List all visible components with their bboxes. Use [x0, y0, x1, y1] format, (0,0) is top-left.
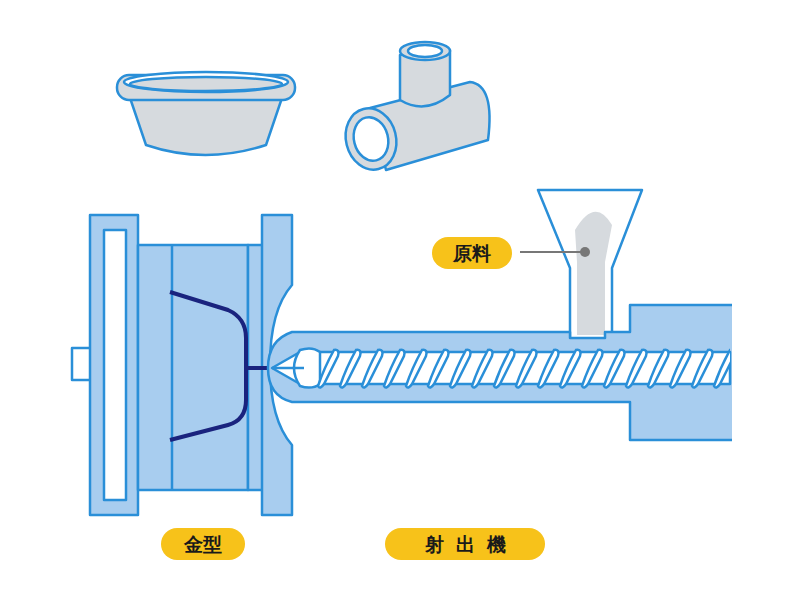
- screw-thread: [428, 350, 449, 388]
- screw-thread: [560, 350, 581, 388]
- screw-thread: [582, 350, 603, 388]
- screw-thread: [648, 350, 669, 388]
- mold-label: 金型: [161, 528, 245, 560]
- injection-unit-label: 射出機: [385, 528, 545, 560]
- label-text: 金型: [184, 533, 222, 556]
- screw-thread: [604, 350, 625, 388]
- screw-thread: [626, 350, 647, 388]
- screw-thread: [494, 350, 515, 388]
- screw-thread: [472, 350, 493, 388]
- screw-thread: [714, 350, 730, 388]
- screw-thread: [538, 350, 559, 388]
- screw-thread: [384, 350, 405, 388]
- label-text: 射出機: [425, 533, 518, 556]
- screw-thread: [450, 350, 471, 388]
- screw-thread: [692, 350, 713, 388]
- screw-thread: [362, 350, 383, 388]
- screw-thread: [670, 350, 691, 388]
- screw-thread: [318, 350, 339, 388]
- material-label: 原料: [432, 237, 512, 269]
- screw-thread: [340, 350, 361, 388]
- screw-thread: [516, 350, 537, 388]
- label-text: 原料: [453, 242, 491, 265]
- screw-thread: [406, 350, 427, 388]
